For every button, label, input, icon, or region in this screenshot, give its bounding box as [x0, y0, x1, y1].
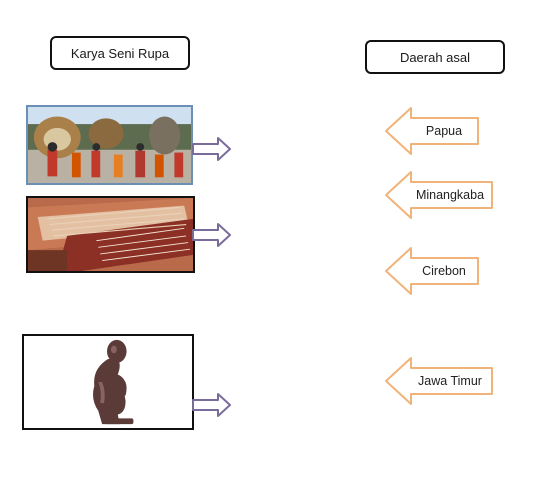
- header-karya-seni-rupa: Karya Seni Rupa: [50, 36, 190, 70]
- songket-illustration: [28, 198, 193, 271]
- header-right-label: Daerah asal: [399, 49, 471, 65]
- left-arrow-icon: [385, 357, 493, 405]
- artwork-image-songket[interactable]: [26, 196, 195, 273]
- region-label-cirebon: Cirebon: [422, 264, 466, 278]
- left-arrow-icon: [385, 247, 479, 295]
- left-arrow-icon: [385, 107, 479, 155]
- header-left-label: Karya Seni Rupa: [70, 45, 170, 61]
- region-arrow-cirebon[interactable]: Cirebon: [384, 246, 494, 296]
- region-label-minangkaba: Minangkaba: [415, 188, 485, 202]
- region-arrow-minangkaba[interactable]: Minangkaba: [384, 170, 494, 220]
- connector-arrow-1: [192, 137, 232, 161]
- reog-illustration: [28, 107, 191, 183]
- artwork-image-reog[interactable]: [26, 105, 193, 185]
- region-label-jawa-timur: Jawa Timur: [418, 374, 482, 388]
- region-label-papua: Papua: [425, 124, 463, 138]
- right-arrow-icon: [192, 137, 231, 161]
- region-arrow-papua[interactable]: Papua: [384, 106, 494, 156]
- right-arrow-icon: [192, 393, 231, 417]
- connector-arrow-3: [192, 393, 232, 417]
- connector-arrow-2: [192, 223, 232, 247]
- artwork-image-statue[interactable]: [22, 334, 194, 430]
- left-arrow-icon: [385, 171, 493, 219]
- right-arrow-icon: [192, 223, 231, 247]
- statue-illustration: [24, 336, 192, 428]
- header-daerah-asal: Daerah asal: [365, 40, 505, 74]
- region-arrow-jawa-timur[interactable]: Jawa Timur: [384, 356, 494, 406]
